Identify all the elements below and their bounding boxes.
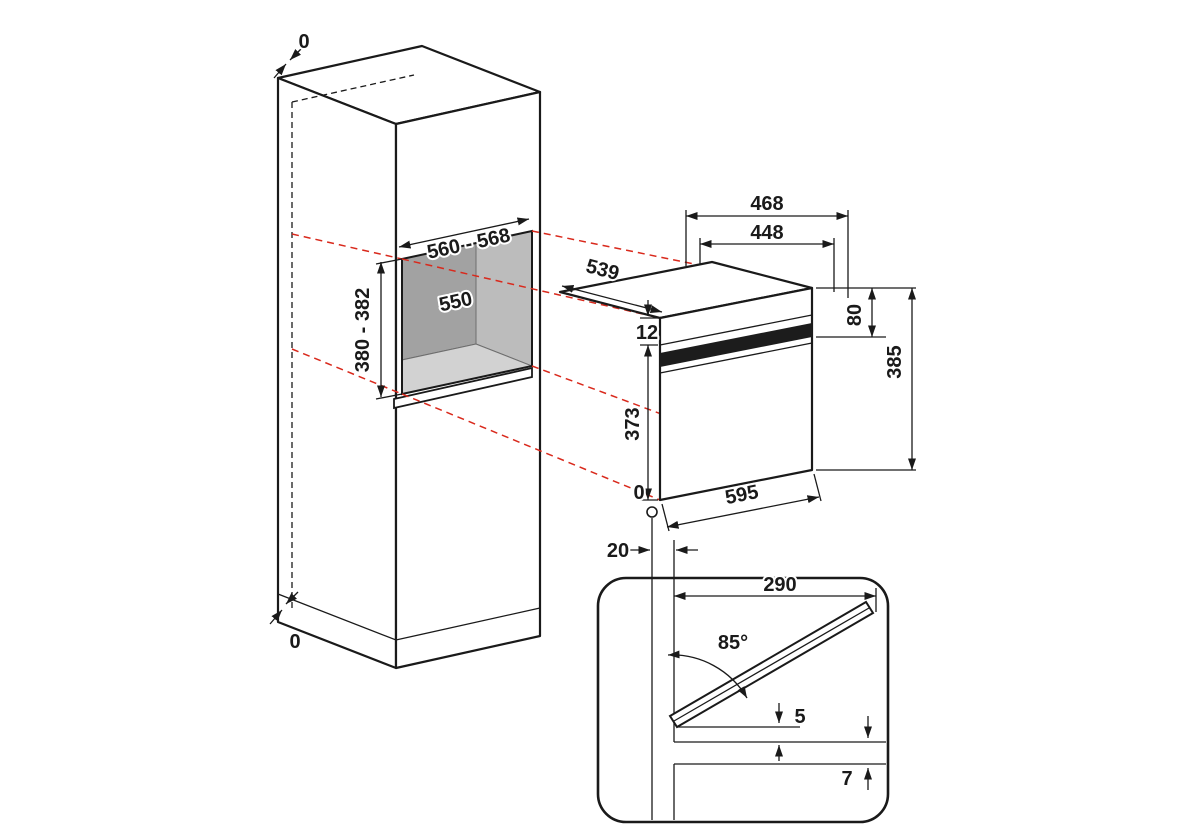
dim-body-width-top: 448 bbox=[750, 222, 783, 244]
dim-niche-depth: 550 bbox=[437, 288, 474, 317]
dim-top-inset: 12 bbox=[636, 322, 658, 344]
dim-fascia-height: 80 bbox=[844, 304, 866, 326]
cabinet-hidden-top-edge bbox=[291, 74, 415, 103]
tall-cabinet bbox=[276, 44, 542, 670]
dim-top-clearance: 0 bbox=[298, 31, 309, 53]
dim-line-595 bbox=[666, 495, 820, 529]
oven-door-handle bbox=[660, 323, 812, 367]
dim-depth: 539 bbox=[584, 255, 622, 285]
ext-line bbox=[813, 473, 822, 502]
zero-top-arrow bbox=[289, 47, 303, 61]
projection-line bbox=[291, 233, 403, 260]
door-detail-inset: 85° 290 5 7 bbox=[596, 518, 890, 824]
cabinet-plinth-line bbox=[277, 593, 541, 641]
dim-flush-gap: 0 bbox=[633, 482, 644, 504]
dim-total-height: 385 bbox=[884, 345, 906, 378]
dim-projection: 290 bbox=[763, 574, 796, 596]
dim-niche-height: 380 - 382 bbox=[352, 288, 374, 373]
zero-top-arrow bbox=[273, 63, 287, 79]
niche-height-ext bbox=[375, 393, 403, 400]
zero-bottom-arrow bbox=[269, 609, 283, 625]
compact-oven bbox=[558, 260, 814, 502]
dim-opening-angle: 85° bbox=[718, 632, 748, 654]
oven-dimensions: 468 448 539 12 373 80 385 595 0 bbox=[561, 191, 916, 564]
angle-arc bbox=[667, 650, 748, 699]
dim-front-height: 373 bbox=[622, 407, 644, 440]
projection-line bbox=[401, 393, 661, 501]
dim-setback: 20 bbox=[607, 540, 629, 562]
dim-front-lip: 7 bbox=[841, 768, 852, 790]
dim-door-gap: 5 bbox=[794, 706, 805, 728]
cabinet-side-face bbox=[276, 76, 398, 670]
oven-door-seam bbox=[659, 314, 813, 346]
dim-overall-width-top: 468 bbox=[750, 193, 783, 215]
dim-bottom-clearance: 0 bbox=[289, 631, 300, 653]
reference-point-marker bbox=[646, 506, 658, 518]
niche-shelf-lip bbox=[393, 366, 533, 410]
open-door-inner-line bbox=[673, 607, 870, 722]
oven-door-lower-seam bbox=[659, 342, 813, 374]
zero-bottom-arrow bbox=[285, 591, 299, 605]
niche-width-dim-line bbox=[398, 217, 530, 249]
